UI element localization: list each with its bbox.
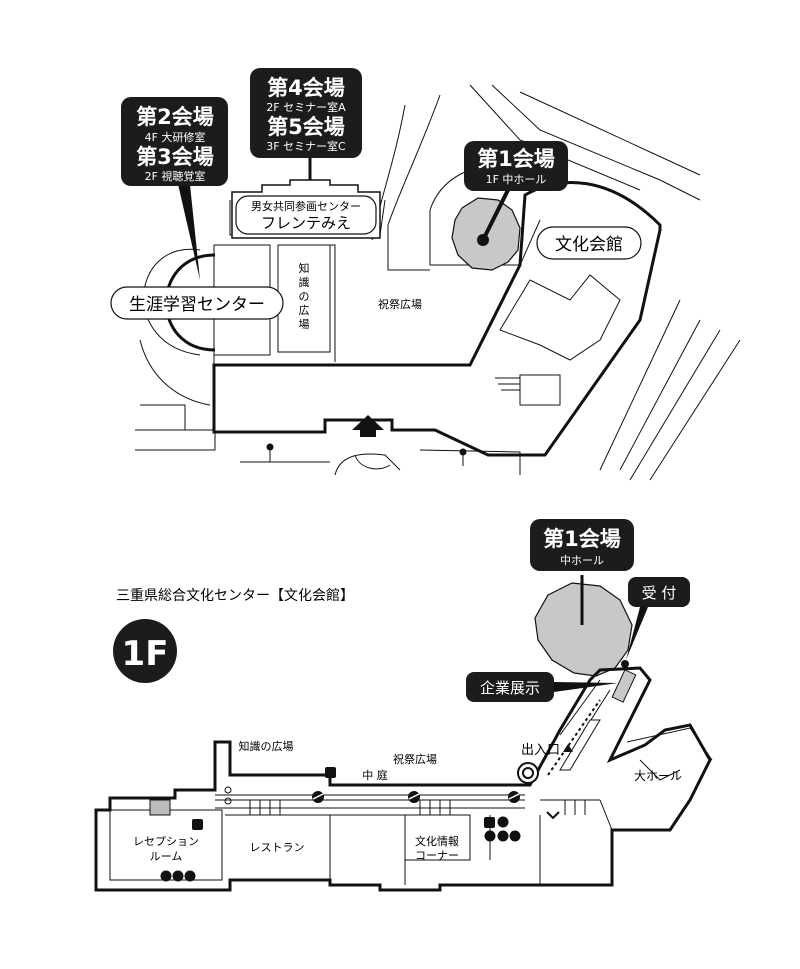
venue5-floor: 3F セミナー室C (266, 139, 346, 153)
reception-pointer (626, 607, 648, 660)
reception-dot (621, 660, 629, 668)
chishiki-char: 識 (299, 276, 310, 289)
chishiki-char: の (299, 290, 310, 303)
shogai-label: 生涯学習センター (129, 295, 265, 315)
frente-line2: フレンテみえ (261, 214, 351, 232)
exhibit-area (611, 669, 637, 703)
venue1-label-box (464, 141, 568, 191)
venue3-floor: 2F 視聴覚室 (145, 169, 206, 183)
chishiki-char: 知 (299, 261, 310, 275)
venue2-title: 第2会場 (136, 105, 214, 129)
chishiki-char: 広 (299, 304, 310, 317)
venue4-floor: 2F セミナー室A (266, 100, 346, 114)
nakaniwa-label: 中 庭 (362, 768, 388, 782)
floor-venue1-floor: 中ホール (560, 554, 604, 567)
venue5-title: 第5会場 (267, 115, 345, 139)
venue1-pointer (481, 181, 514, 241)
exhibit-label-box (466, 672, 554, 702)
escalator-icons (224, 786, 520, 805)
aed-icon (546, 811, 560, 820)
frente-line1: 男女共同参画センター (251, 199, 361, 213)
bunka-kaikan-label-box (536, 226, 642, 260)
venue4-title: 第4会場 (267, 76, 345, 100)
floor-venue1-title: 第1会場 (543, 527, 621, 551)
restaurant-label: レストラン (250, 841, 305, 854)
shogai-label-box (110, 286, 284, 320)
floor-map-title: 三重県総合文化センター【文化会館】 (116, 587, 354, 604)
venue3-title: 第3会場 (136, 145, 214, 169)
floor-venue1-label-box (530, 519, 634, 571)
venue1-title: 第1会場 (477, 147, 555, 171)
exhibit-label: 企業展示 (480, 679, 540, 697)
chishiki-char: 場 (299, 318, 310, 331)
shukusai-label-top: 祝祭広場 (378, 297, 422, 311)
venue2-floor: 4F 大研修室 (145, 130, 206, 144)
bunka-kaikan-label: 文化会館 (555, 235, 623, 255)
venue23-pointer (178, 184, 200, 280)
chishiki-vertical-label: 知 識 の 広 場 (299, 261, 310, 331)
facility-icons (160, 767, 560, 882)
reception-room-line1: レセプション (133, 835, 199, 848)
main-building-outline (212, 181, 662, 457)
reception-room-line2: ルーム (150, 850, 183, 863)
reception-label-box (628, 577, 690, 607)
floor-chishiki-label: 知識の広場 (239, 739, 294, 753)
entrance-label: 出入口 (521, 743, 560, 758)
floor-shukusai-label: 祝祭広場 (393, 752, 437, 766)
daihall-label: 大ホール (634, 769, 682, 783)
floor-badge-text: 1F (122, 634, 169, 674)
venue45-label-box (250, 68, 362, 158)
street-lines (135, 84, 741, 481)
entrance-arrow (563, 744, 573, 752)
venue23-label-box (121, 97, 228, 186)
info-corner-line2: コーナー (415, 849, 459, 862)
venue1-floor: 1F 中ホール (486, 173, 547, 186)
floor-badge (113, 619, 177, 683)
floor-plan (94, 666, 713, 892)
entrance-marker (517, 762, 539, 784)
main-entrance-arrow (352, 415, 384, 437)
info-corner-line1: 文化情報 (415, 834, 459, 848)
reception-label: 受 付 (642, 584, 677, 602)
